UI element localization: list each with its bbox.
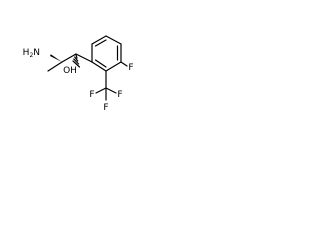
- amine-label: H2N: [23, 48, 40, 59]
- hashed-bond-c1-oh: [72, 54, 81, 68]
- bond-cf3-f-left: [95, 87, 107, 94]
- bond-ring-f: [120, 61, 128, 67]
- bond-cf3-f-right: [105, 87, 117, 94]
- bond-c2-c1: [61, 53, 77, 63]
- bond-methyl-c2: [47, 61, 63, 72]
- cf3-f-right-label: F: [117, 90, 122, 100]
- hydroxyl-label: OH: [63, 66, 77, 76]
- benzene-ring: [91, 35, 122, 72]
- cf3-f-bottom-label: F: [103, 103, 108, 113]
- fluoro-label: F: [128, 63, 133, 73]
- wedge-bond-c2-n: [50, 54, 62, 62]
- bond-c1-ring: [75, 53, 93, 63]
- structure-diagram: H2N OH F F F F: [23, 35, 134, 113]
- cf3-f-left-label: F: [89, 90, 94, 100]
